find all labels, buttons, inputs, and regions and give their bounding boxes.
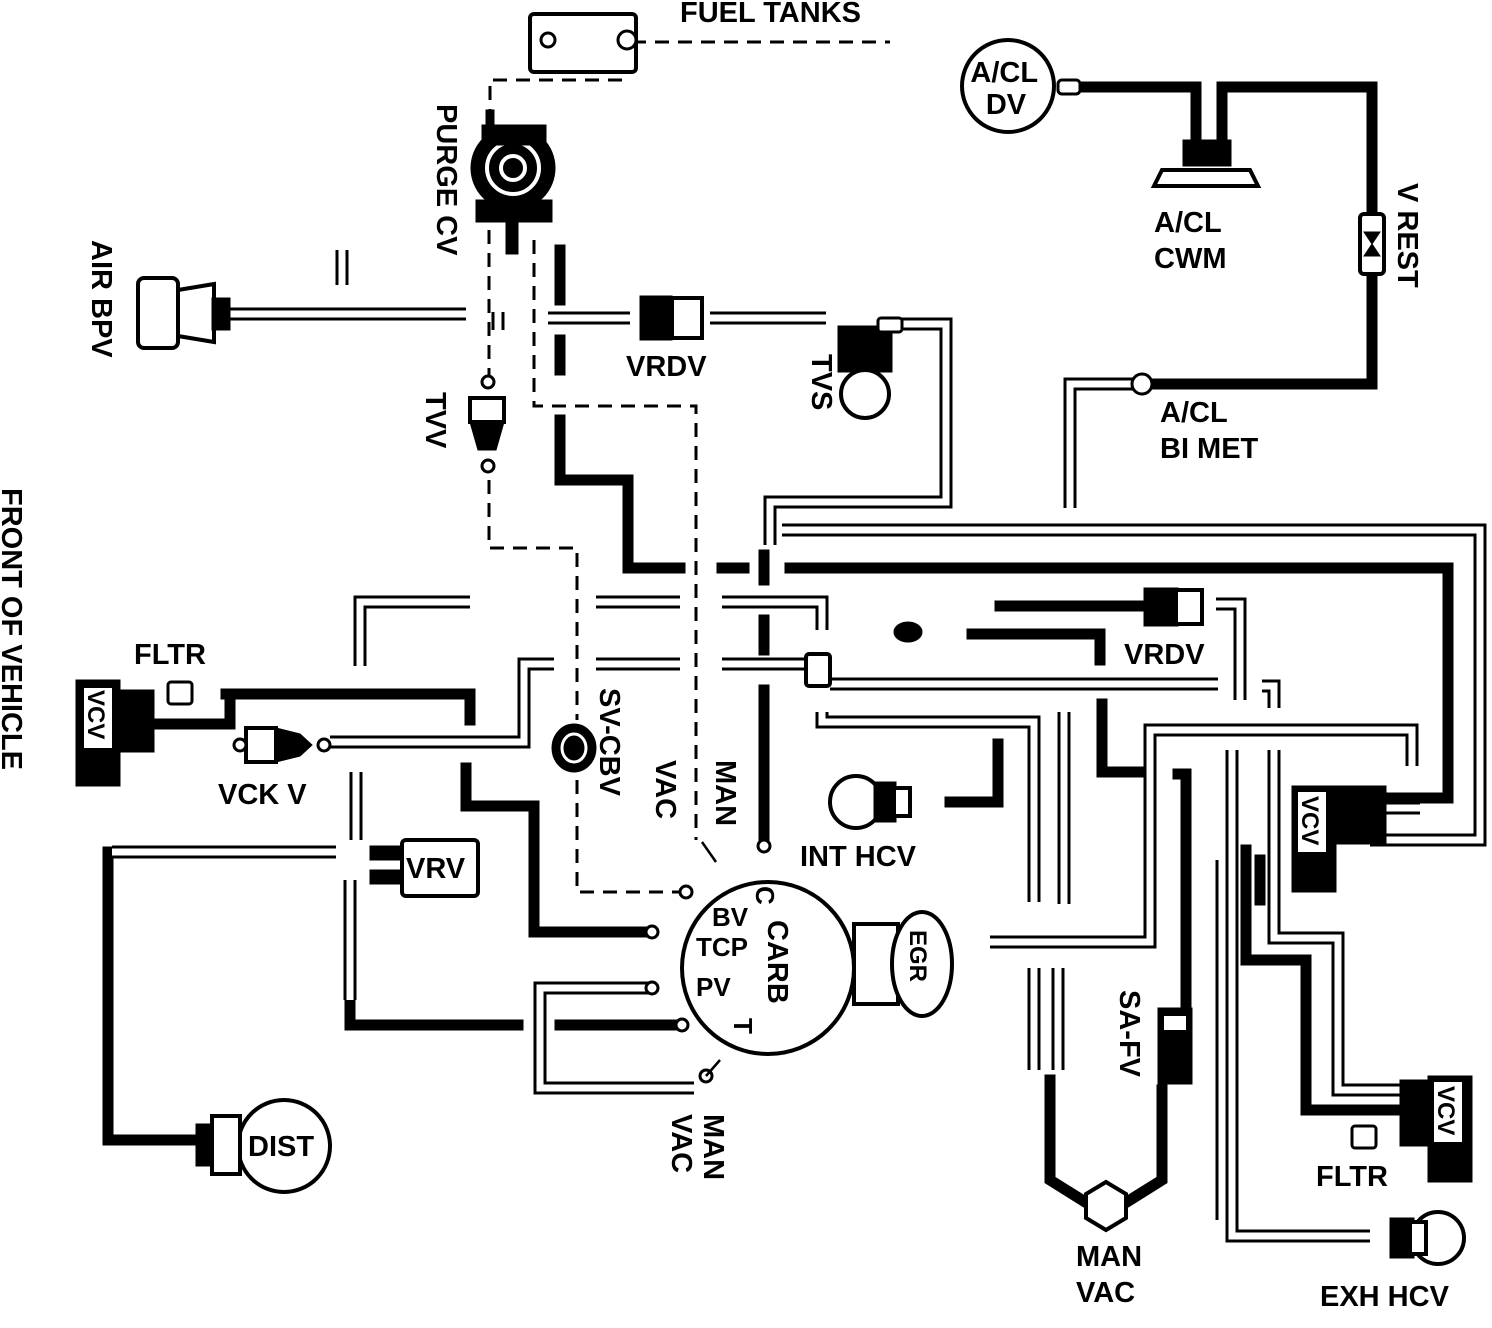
fltr-left-hose: [220, 688, 476, 726]
sa-fv-valve: [1157, 1007, 1193, 1085]
acl-bimet-label-line2: BI MET: [1160, 433, 1259, 465]
bv-port-hose: [460, 762, 656, 938]
fltr-left-label: FLTR: [134, 639, 206, 671]
exh-hcv-routing-hose: [1240, 844, 1406, 1116]
egr-side-hose: [1096, 698, 1144, 778]
acl-dv-to-cwm-hose: [1072, 81, 1202, 146]
dist-distributor: [195, 1098, 332, 1194]
tvv-valve: [468, 374, 506, 474]
man-vac-upper-label: MAN: [0, 0, 66, 7]
dist-label: DIST: [248, 1131, 314, 1163]
fltr-left-filter: [166, 680, 194, 706]
tvs-label: TVS: [805, 354, 837, 410]
fuel-tank-to-purge-dashed-line: [488, 78, 622, 110]
fltr-right-label: FLTR: [1316, 1161, 1388, 1193]
acl-cwm-label: A/CL CWM: [1154, 207, 1229, 275]
vrdv-right-label: VRDV: [1124, 639, 1205, 671]
tube-hoses: [112, 250, 1487, 1243]
purge-cv-label: PURGE CV: [430, 104, 462, 256]
man-vac-lower-left-hose: [1044, 1074, 1090, 1208]
egr-label: EGR: [904, 930, 931, 982]
carb: [644, 838, 856, 1084]
man-vac-upper-label-1: MAN: [709, 760, 741, 826]
vcv-left-valve: [75, 679, 155, 787]
vrdv-right-hose-2: [966, 628, 1106, 666]
carb-main-feed-hose-3: [784, 562, 1454, 804]
exh-hcv-label: EXH HCV: [1320, 1281, 1450, 1313]
carb-port-c-label: C: [750, 886, 780, 905]
exh-hcv-valve: [1389, 1210, 1466, 1266]
acl-bimet-label: A/CL BI MET: [1160, 397, 1259, 465]
vcv-right-low-valve: [1399, 1075, 1473, 1183]
vcv-right-mid-valve: [1291, 785, 1387, 893]
tvv-to-sv-cbv-dashed-line: [487, 480, 579, 720]
carb-port-tcp-label: TCP: [696, 932, 748, 962]
acl-dv-valve: [960, 38, 1082, 134]
air-bpv-label: AIR BPV: [85, 240, 117, 358]
carb-port-pv-label: PV: [696, 972, 731, 1002]
acl-dv-label-line2: DV: [986, 89, 1027, 121]
vcv-right-mid-label: VCV: [1296, 796, 1323, 845]
fltr-right-filter: [1350, 1124, 1378, 1150]
acl-bimet-valve: [1130, 372, 1154, 396]
int-hcv-label: INT HCV: [800, 841, 917, 873]
carb-main-feed-hose: [554, 414, 686, 574]
man-vac-lower-label-2: VAC: [665, 1114, 697, 1173]
vrv-label: VRV: [406, 853, 466, 885]
int-hcv-hose: [944, 738, 1004, 808]
int-hcv-valve: [828, 774, 912, 830]
vcv-left-label: VCV: [82, 690, 109, 739]
vrdv-top-label: VRDV: [626, 351, 707, 383]
vcv-right-low-label: VCV: [1432, 1086, 1459, 1135]
tvv-label: TVV: [419, 392, 451, 449]
sa-fv-label: SA-FV: [1113, 990, 1145, 1078]
vrv-to-t-port-hose: [344, 904, 524, 1031]
fuel-tanks-label: FUEL TANKS: [680, 0, 861, 29]
man-vac-bottom-fitting: [1084, 1179, 1128, 1233]
acl-cwm-to-v-rest-hose: [1144, 81, 1378, 390]
carb-port-bv-label: BV: [712, 902, 749, 932]
acl-dv-label: A/CL DV: [970, 57, 1045, 121]
hoses: [102, 40, 1487, 1243]
acl-bimet-label-line1: A/CL: [1160, 397, 1227, 429]
man-vac-bottom-label-line2: VAC: [1076, 1277, 1135, 1309]
tvs-switch: [837, 316, 904, 420]
acl-cwm-label-line2: CWM: [1154, 243, 1226, 275]
vrdv-right-valve: [804, 587, 1204, 688]
sv-cbv-valve: [551, 723, 597, 773]
air-bpv-valve: [136, 276, 231, 350]
acl-dv-label-line1: A/CL: [970, 57, 1037, 89]
dist-to-t-port-hose: [102, 846, 204, 1146]
fltr-left-lower-hose: [144, 694, 236, 730]
man-vac-lower-label-1: MAN: [697, 1114, 729, 1180]
vck-v-label: VCK V: [218, 779, 307, 811]
man-vac-upper-label-line1: MAN: [0, 0, 66, 7]
sa-fv-upper-hose: [1172, 768, 1192, 1011]
v-rest-restrictor: [1358, 212, 1386, 276]
sv-cbv-to-carb-dashed-line: [575, 780, 685, 894]
purge-cv-valve: [470, 109, 556, 255]
carb-label: CARB: [761, 920, 793, 1004]
front-of-vehicle-label: FRONT OF VEHICLE: [0, 488, 27, 770]
purge-to-man-vac-dashed-line: [532, 240, 698, 840]
man-vac-bottom-label: MAN VAC: [1076, 1241, 1150, 1309]
man-vac-bottom-label-line1: MAN: [1076, 1241, 1142, 1273]
vrdv-top-valve: [639, 295, 704, 341]
vck-v-valve: [232, 726, 332, 764]
egr-valve: [852, 910, 954, 1018]
man-vac-upper-label-2: VAC: [649, 760, 681, 819]
fuel-tank-connector: [528, 12, 638, 74]
carb-port-t-label: T: [728, 1018, 758, 1034]
man-vac-lower-right-hose: [1122, 1084, 1168, 1208]
v-rest-label: V REST: [1391, 183, 1423, 288]
acl-cwm-valve: [1150, 139, 1262, 188]
vrv-valve: [369, 838, 480, 898]
acl-cwm-label-line1: A/CL: [1154, 207, 1221, 239]
labels: FUEL TANKS A/CL DV A/CL CWM V REST PURGE…: [0, 0, 1459, 1313]
sv-cbv-label: SV-CBV: [593, 688, 625, 797]
